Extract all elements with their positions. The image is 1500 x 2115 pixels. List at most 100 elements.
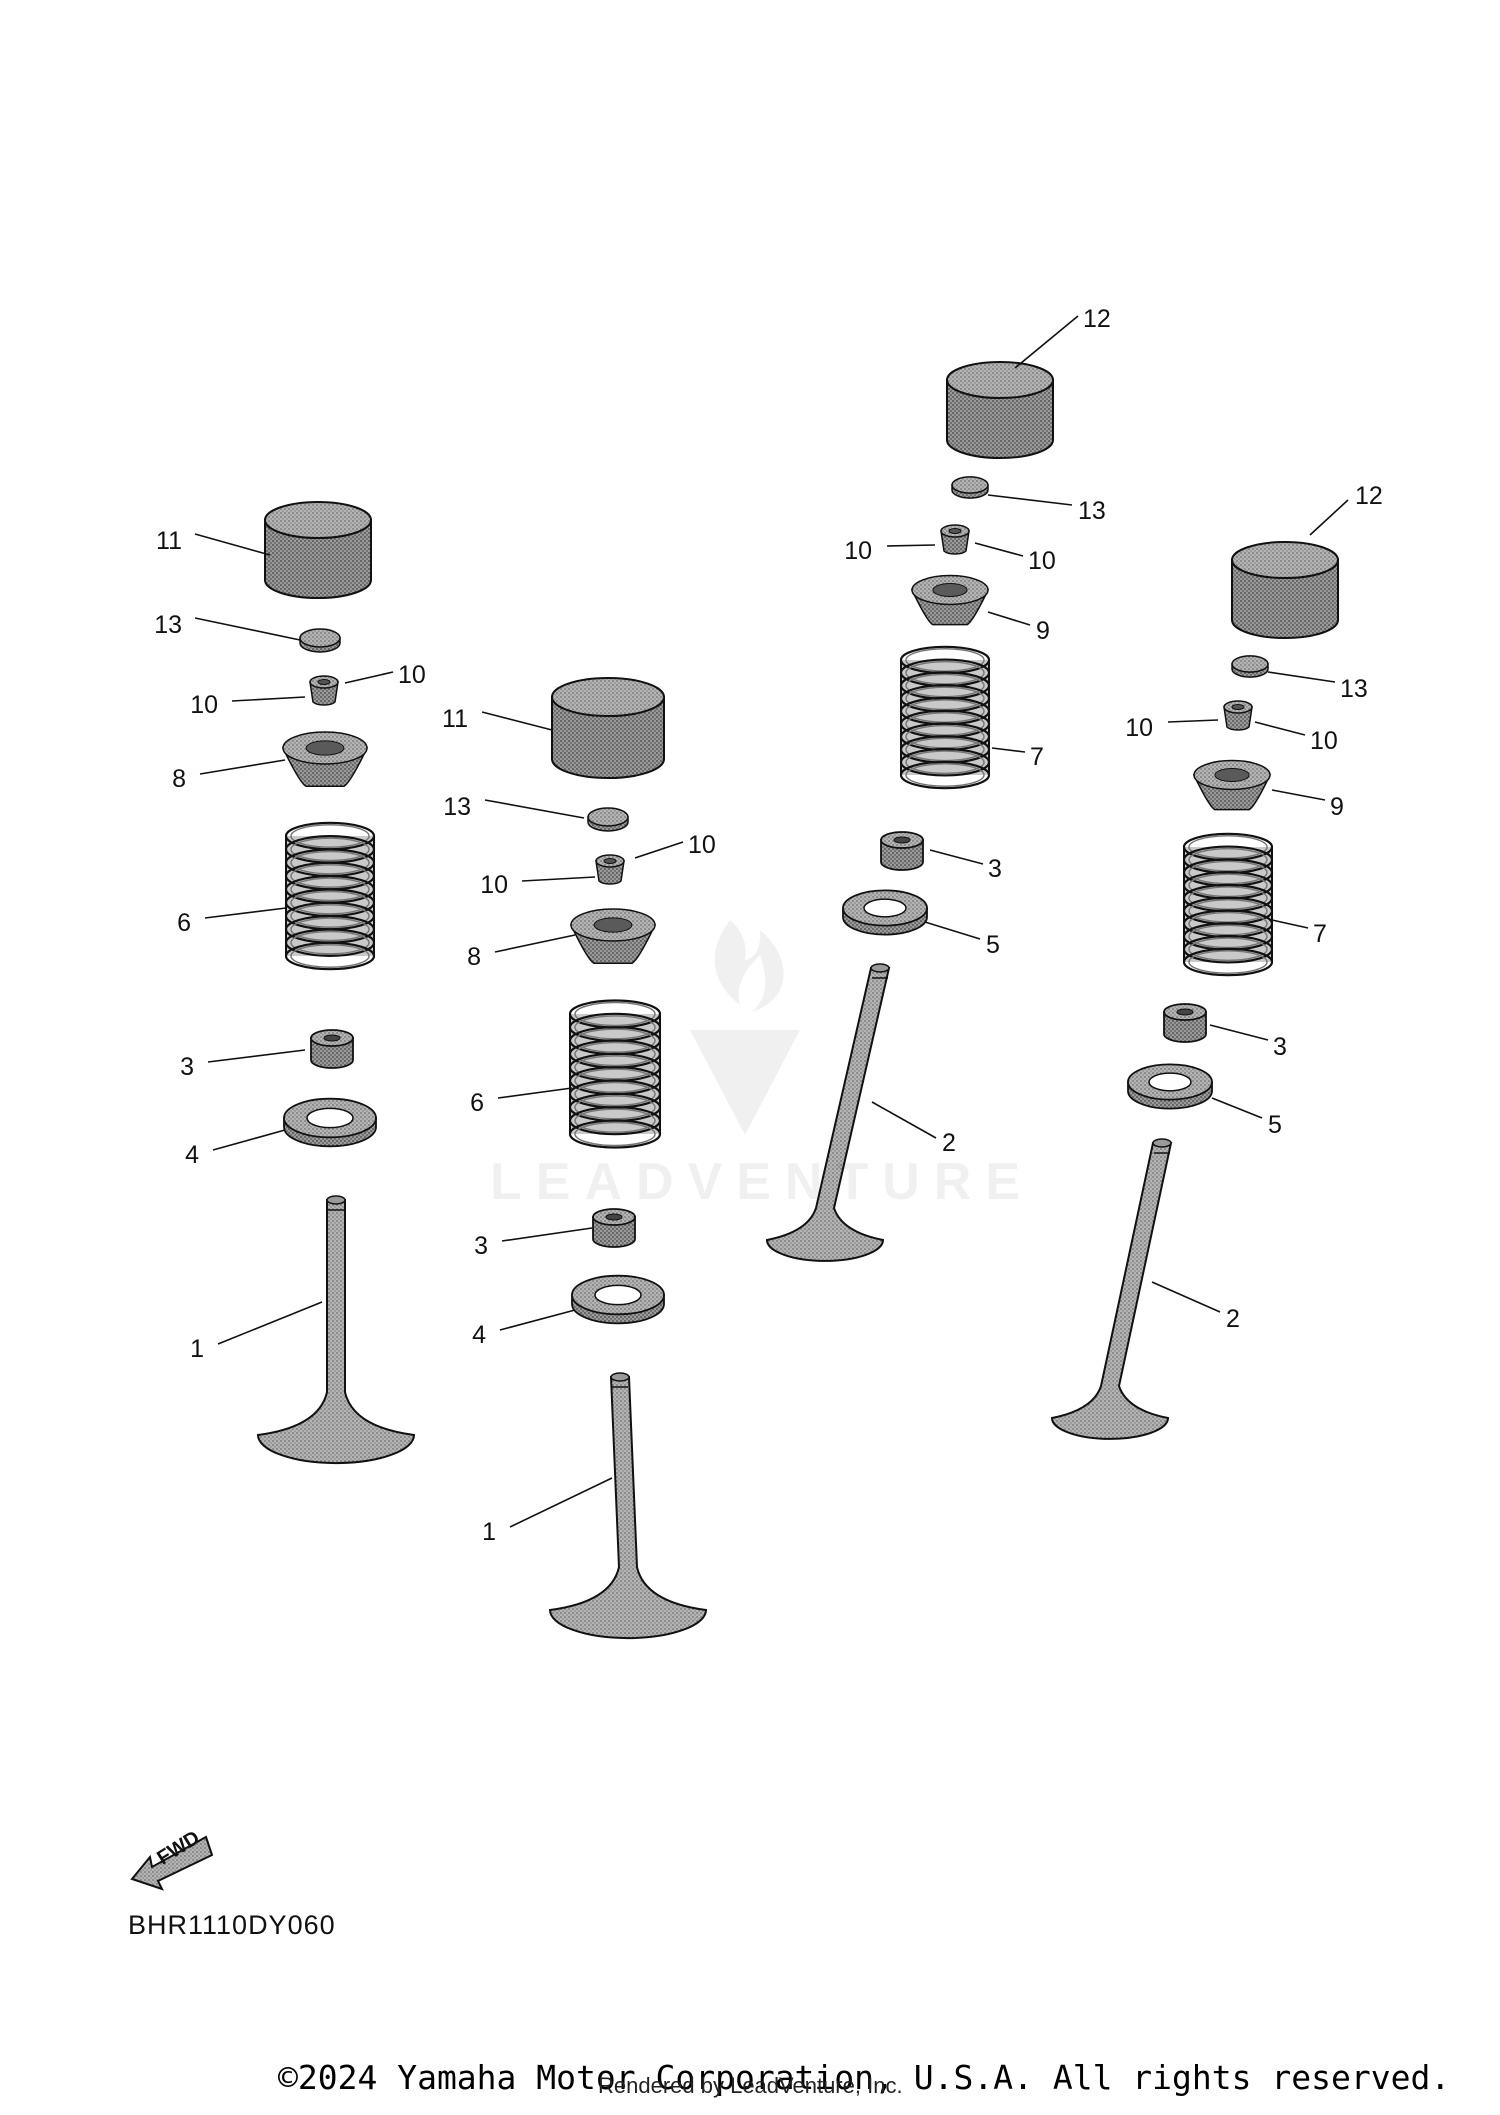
- seal-a: [310, 1029, 354, 1069]
- watermark-text: LEADVENTURE: [490, 1153, 1035, 1211]
- leader-line: [509, 1477, 613, 1528]
- shim-c: [951, 476, 989, 499]
- leader-line: [987, 494, 1073, 506]
- leader-line: [212, 1129, 286, 1151]
- retainer-c: [910, 574, 990, 626]
- diagram-code: BHR1110DY060: [128, 1910, 336, 1940]
- spring-d: [1182, 832, 1274, 977]
- parts-layer: [256, 360, 1339, 1640]
- seal-d: [1163, 1003, 1207, 1043]
- fwd-arrow: FWD: [128, 1815, 218, 1895]
- leader-line: [1211, 1097, 1263, 1119]
- rendered-by-notice: Rendered by LeadVenture, Inc.: [598, 2073, 903, 2098]
- callout-10: 10: [190, 691, 218, 719]
- watermark-logo: [690, 920, 800, 1135]
- tappet-a: [264, 500, 372, 600]
- washer-d: [1127, 1063, 1213, 1110]
- callout-labels: 1113101086341111310108634112131010973521…: [154, 305, 1383, 1546]
- callout-2: 2: [942, 1129, 956, 1157]
- washer-a: [283, 1097, 377, 1148]
- leader-line: [344, 671, 394, 684]
- valve-c: [765, 963, 891, 1262]
- callout-3: 3: [474, 1232, 488, 1260]
- spring-c: [899, 645, 991, 790]
- seal-b: [592, 1208, 636, 1248]
- callout-2: 2: [1226, 1305, 1240, 1333]
- callout-13: 13: [1078, 497, 1106, 525]
- callout-10: 10: [844, 537, 872, 565]
- leader-line: [207, 1049, 306, 1063]
- leader-line: [494, 934, 576, 953]
- callout-9: 9: [1330, 793, 1344, 821]
- leader-line: [929, 849, 984, 865]
- callout-7: 7: [1030, 743, 1044, 771]
- callout-8: 8: [172, 765, 186, 793]
- callout-12: 12: [1355, 482, 1383, 510]
- leader-line: [194, 533, 271, 556]
- leader-line: [204, 907, 287, 919]
- leader-line: [1267, 671, 1336, 683]
- retainer-b: [569, 908, 657, 965]
- callout-10: 10: [1310, 727, 1338, 755]
- leader-line: [1014, 315, 1079, 369]
- leader-line: [871, 1101, 937, 1139]
- callout-5: 5: [1268, 1111, 1282, 1139]
- callout-3: 3: [180, 1053, 194, 1081]
- leader-line: [1271, 789, 1326, 801]
- leader-line: [886, 544, 936, 547]
- tappet-b: [551, 676, 665, 780]
- leader-line: [521, 876, 596, 882]
- leader-line: [481, 711, 553, 731]
- valve-a: [256, 1195, 416, 1465]
- leader-line: [1271, 919, 1309, 929]
- callout-10: 10: [480, 871, 508, 899]
- retainer-a: [281, 731, 369, 788]
- shim-d: [1231, 655, 1269, 678]
- callout-9: 9: [1036, 617, 1050, 645]
- callout-10: 10: [398, 661, 426, 689]
- leader-line: [1167, 719, 1219, 723]
- fwd-arrow-icon: [130, 1835, 214, 1891]
- callout-4: 4: [472, 1321, 486, 1349]
- tappet-c: [946, 360, 1054, 460]
- callout-1: 1: [482, 1518, 496, 1546]
- leader-line: [497, 1087, 573, 1099]
- callout-8: 8: [467, 943, 481, 971]
- callout-6: 6: [470, 1089, 484, 1117]
- washer-b: [571, 1274, 665, 1325]
- leader-line: [231, 696, 306, 702]
- leader-line: [484, 799, 585, 819]
- leader-line: [1254, 721, 1306, 736]
- callout-5: 5: [986, 931, 1000, 959]
- cotter-a: [309, 675, 339, 706]
- leader-line: [1151, 1281, 1221, 1313]
- spring-a: [284, 821, 376, 971]
- leader-line: [501, 1227, 593, 1242]
- callout-13: 13: [1340, 675, 1368, 703]
- retainer-d: [1192, 759, 1272, 811]
- valve-d: [1050, 1138, 1173, 1440]
- spring-b: [568, 999, 662, 1149]
- cotter-c: [940, 524, 970, 555]
- tappet-d: [1231, 540, 1339, 640]
- copyright-notice: ©2024 Yamaha Motor Corporation, U.S.A. A…: [278, 2058, 1451, 2097]
- callout-13: 13: [154, 611, 182, 639]
- leader-line: [974, 542, 1024, 557]
- callout-4: 4: [185, 1141, 199, 1169]
- callout-12: 12: [1083, 305, 1111, 333]
- callout-3: 3: [988, 855, 1002, 883]
- callout-11: 11: [156, 527, 182, 555]
- shim-b: [587, 807, 629, 832]
- seal-c: [880, 831, 924, 871]
- callout-13: 13: [443, 793, 471, 821]
- leader-line: [991, 747, 1026, 753]
- callout-6: 6: [177, 909, 191, 937]
- leader-lines: [194, 315, 1349, 1528]
- leader-line: [199, 759, 286, 775]
- washer-c: [842, 889, 928, 936]
- leader-line: [924, 921, 981, 940]
- cotter-d: [1223, 700, 1253, 731]
- callout-3: 3: [1273, 1033, 1287, 1061]
